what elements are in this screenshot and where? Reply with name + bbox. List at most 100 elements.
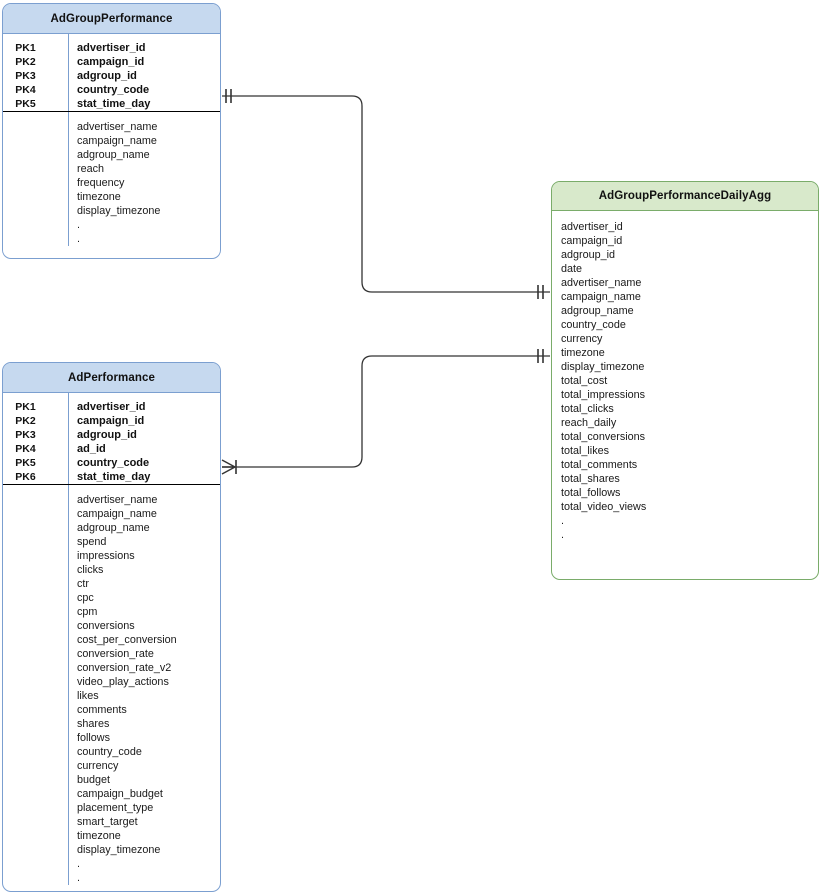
attribute-section: advertiser_name campaign_name adgroup_na… [3, 485, 220, 885]
attribute-row: comments [77, 704, 127, 716]
attribute-row: budget [77, 774, 111, 786]
attribute-row: total_impressions [561, 389, 646, 401]
attribute-row: currency [561, 333, 603, 345]
pk-field: adgroup_id [77, 429, 137, 441]
attribute-row: currency [77, 760, 119, 772]
attribute-row: frequency [77, 177, 125, 189]
attribute-row: shares [77, 718, 110, 730]
attribute-row: timezone [77, 830, 121, 842]
attribute-row: advertiser_name [77, 494, 158, 506]
attribute-row: country_code [561, 319, 626, 331]
attribute-row: campaign_id [561, 235, 623, 247]
pk-field: campaign_id [77, 56, 145, 68]
pk-field: advertiser_id [77, 401, 146, 413]
attribute-row: total_conversions [561, 431, 646, 443]
attribute-row: reach_daily [561, 417, 617, 429]
relationship-adgroupperformance-to-dailyagg[interactable] [222, 89, 550, 299]
attribute-row: . [77, 858, 80, 870]
attribute-row: total_cost [561, 375, 608, 387]
pk-field: country_code [77, 457, 150, 469]
entity-adperformance[interactable]: AdPerformance PK1 PK2 PK3 PK4 PK5 PK6 ad… [2, 362, 221, 892]
attribute-row: video_play_actions [77, 676, 169, 688]
attribute-row: total_follows [561, 487, 621, 499]
attribute-row: campaign_name [77, 508, 157, 520]
attribute-row: cpm [77, 606, 98, 618]
pk-field: country_code [77, 84, 150, 96]
attribute-section: advertiser_name campaign_name adgroup_na… [3, 112, 220, 246]
attribute-row: date [561, 263, 583, 275]
attribute-fields-column: advertiser_name campaign_name adgroup_na… [68, 112, 220, 246]
attribute-row: advertiser_name [561, 277, 642, 289]
attribute-keys-column [3, 485, 68, 885]
attribute-row: adgroup_id [561, 249, 616, 261]
pk-label: PK2 [15, 56, 36, 68]
section-divider [3, 484, 220, 485]
pk-label: PK5 [15, 98, 36, 110]
cardinality-one-and-only-one-icon [225, 89, 232, 103]
primary-key-section: PK1 PK2 PK3 PK4 PK5 PK6 advertiser_id ca… [3, 393, 220, 484]
entity-title: AdGroupPerformanceDailyAgg [552, 182, 818, 211]
attribute-row: total_clicks [561, 403, 614, 415]
entity-adgroupperformance[interactable]: AdGroupPerformance PK1 PK2 PK3 PK4 PK5 a… [2, 3, 221, 259]
attribute-row: adgroup_name [561, 305, 634, 317]
attribute-row: advertiser_name [77, 121, 158, 133]
pk-label: PK1 [15, 401, 36, 413]
primary-key-section: PK1 PK2 PK3 PK4 PK5 advertiser_id campai… [3, 34, 220, 111]
primary-key-fields-column: advertiser_id campaign_id adgroup_id cou… [68, 34, 220, 111]
attribute-row: total_video_views [561, 501, 647, 513]
attribute-fields-column: advertiser_name campaign_name adgroup_na… [68, 485, 220, 885]
attribute-row: adgroup_name [77, 522, 150, 534]
attribute-row: timezone [561, 347, 605, 359]
pk-label: PK6 [15, 471, 36, 483]
pk-field: advertiser_id [77, 42, 146, 54]
cardinality-many-icon [221, 459, 237, 475]
attribute-row: adgroup_name [77, 149, 150, 161]
primary-key-fields-column: advertiser_id campaign_id adgroup_id ad_… [68, 393, 220, 484]
pk-label: PK2 [15, 415, 36, 427]
attribute-row: smart_target [77, 816, 138, 828]
attribute-row: conversion_rate_v2 [77, 662, 172, 674]
pk-label: PK5 [15, 457, 36, 469]
attribute-row: reach [77, 163, 105, 175]
attribute-row: country_code [77, 746, 142, 758]
pk-field: adgroup_id [77, 70, 137, 82]
attribute-row: ctr [77, 578, 89, 590]
pk-label: PK3 [15, 429, 36, 441]
attribute-row: follows [77, 732, 111, 744]
primary-key-labels-column: PK1 PK2 PK3 PK4 PK5 PK6 [3, 393, 68, 484]
attribute-row: total_likes [561, 445, 610, 457]
attribute-row: . [561, 529, 564, 541]
entity-adgroupperformancedailyagg[interactable]: AdGroupPerformanceDailyAgg advertiser_id… [551, 181, 819, 580]
pk-field: stat_time_day [77, 471, 151, 483]
attribute-section: advertiser_id campaign_id adgroup_id dat… [552, 211, 818, 542]
attribute-keys-column [3, 112, 68, 246]
relationship-adperformance-to-dailyagg[interactable] [221, 349, 550, 475]
attribute-row: display_timezone [77, 205, 161, 217]
cardinality-one-and-only-one-icon [537, 349, 544, 363]
attribute-row: campaign_budget [77, 788, 163, 800]
pk-label: PK4 [15, 443, 36, 455]
attribute-row: campaign_name [561, 291, 641, 303]
attribute-row: conversions [77, 620, 135, 632]
attribute-row: spend [77, 536, 107, 548]
attribute-row: . [77, 872, 80, 884]
attribute-row: total_comments [561, 459, 638, 471]
attribute-row: cpc [77, 592, 94, 604]
attribute-row: display_timezone [77, 844, 161, 856]
attribute-row: campaign_name [77, 135, 157, 147]
attribute-row: likes [77, 690, 99, 702]
attribute-row: advertiser_id [561, 221, 623, 233]
attribute-row: cost_per_conversion [77, 634, 177, 646]
pk-field: ad_id [77, 443, 106, 455]
attribute-row: . [77, 233, 80, 245]
primary-key-labels-column: PK1 PK2 PK3 PK4 PK5 [3, 34, 68, 111]
entity-title: AdPerformance [3, 363, 220, 393]
attribute-row: placement_type [77, 802, 154, 814]
attribute-row: . [561, 515, 564, 527]
attribute-row: timezone [77, 191, 121, 203]
attribute-row: impressions [77, 550, 135, 562]
attribute-row: clicks [77, 564, 104, 576]
section-divider [3, 111, 220, 112]
attribute-row: . [77, 219, 80, 231]
